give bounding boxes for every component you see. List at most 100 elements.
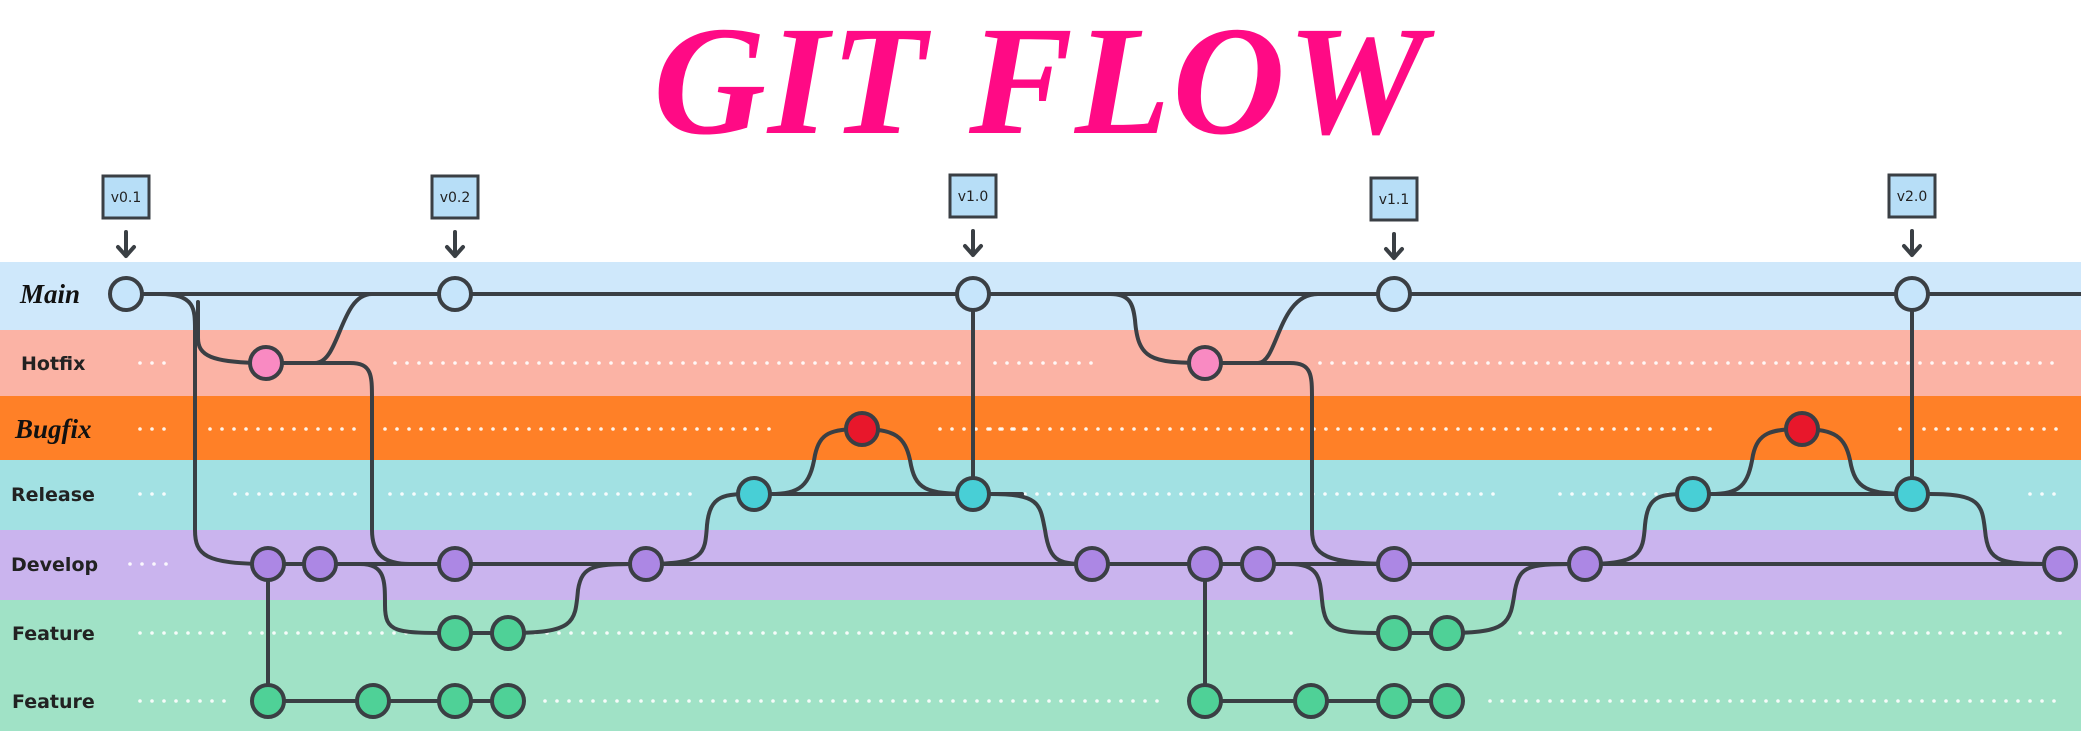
lane-dot [2052, 492, 2056, 496]
lane-dot [232, 427, 236, 431]
lane-dot [591, 699, 595, 703]
lane-dot [693, 361, 697, 365]
lane-dot [628, 492, 632, 496]
lane-dot [1347, 492, 1351, 496]
lane-dot [1854, 631, 1858, 635]
lane-dot [1842, 631, 1846, 635]
commits [108, 276, 2078, 719]
lane-dot [527, 427, 531, 431]
lane-dot [419, 427, 423, 431]
lane-dot [1203, 492, 1207, 496]
lane-dot [1942, 361, 1946, 365]
lane-dot [260, 631, 264, 635]
lane-dot [1504, 427, 1508, 431]
lane-dot [809, 631, 813, 635]
lane-dot [633, 361, 637, 365]
lane-dot [988, 427, 992, 431]
lane-dot [2010, 631, 2014, 635]
lane-dot [777, 361, 781, 365]
lane-feature1 [0, 600, 2081, 670]
lane-dot [951, 699, 955, 703]
lane-dot [1001, 631, 1005, 635]
lane-dot [1636, 427, 1640, 431]
lane-dot [1083, 699, 1087, 703]
lane-dot [1155, 699, 1159, 703]
lane-dot [1025, 631, 1029, 635]
lane-dot [2034, 631, 2038, 635]
lane-dot [617, 631, 621, 635]
lane-dot [292, 427, 296, 431]
lane-dot [138, 427, 142, 431]
commit-develop [1376, 546, 1412, 582]
lane-dot [1966, 361, 1970, 365]
tag-label: v2.0 [1897, 189, 1928, 205]
lane-dot [1630, 492, 1634, 496]
lane-dot [392, 631, 396, 635]
lane-dot [731, 427, 735, 431]
lane-dot [393, 361, 397, 365]
lane-dot [1990, 361, 1994, 365]
lane-dot [472, 492, 476, 496]
lane-dot [963, 699, 967, 703]
lane-dot [543, 699, 547, 703]
lane-dot [320, 631, 324, 635]
lane-dot [2026, 361, 2030, 365]
down-arrow-icon [1384, 232, 1404, 260]
lane-dot [1956, 699, 1960, 703]
lane-dot [1690, 361, 1694, 365]
lane-dot [1776, 699, 1780, 703]
lane-dot [344, 631, 348, 635]
lane-dot [1035, 699, 1039, 703]
lane-dot [1810, 361, 1814, 365]
lane-dot [1480, 427, 1484, 431]
lane-dot [1946, 427, 1950, 431]
lane-label-release: Release [11, 484, 95, 506]
lane-dot [717, 361, 721, 365]
lane-dot [1872, 699, 1876, 703]
lane-dot [1169, 631, 1173, 635]
lane-dot [845, 631, 849, 635]
lane-dot [1588, 427, 1592, 431]
lane-dot [1299, 492, 1303, 496]
lane-dot [652, 492, 656, 496]
lane-dot [1354, 361, 1358, 365]
lane-dot [1620, 699, 1624, 703]
lane-dot [1798, 361, 1802, 365]
lane-dot [1858, 361, 1862, 365]
lane-dot [580, 492, 584, 496]
lane-dot [1155, 492, 1159, 496]
lane-dot [455, 427, 459, 431]
lane-dot [448, 492, 452, 496]
lane-dot [1800, 699, 1804, 703]
lane-dot [293, 492, 297, 496]
lane-dot [162, 699, 166, 703]
lane-dot [503, 427, 507, 431]
lane-dot [1017, 361, 1021, 365]
lane-dot [443, 427, 447, 431]
lane-dot [1762, 361, 1766, 365]
lane-dot [939, 699, 943, 703]
lane-dot [1265, 631, 1269, 635]
lane-dot [1323, 492, 1327, 496]
lane-dot [477, 361, 481, 365]
lane-dot [867, 699, 871, 703]
lane-dot [1444, 427, 1448, 431]
lane-dot [1824, 699, 1828, 703]
lane-dot [683, 427, 687, 431]
lane-dot [1662, 631, 1666, 635]
lane-dot [1419, 492, 1423, 496]
lane-dot [579, 699, 583, 703]
lane-dot [1870, 361, 1874, 365]
lane-dot [950, 427, 954, 431]
lane-dot [340, 427, 344, 431]
lane-dot [1708, 427, 1712, 431]
lane-dot [599, 427, 603, 431]
lane-dot [1630, 361, 1634, 365]
commit-feature [355, 683, 391, 719]
lane-dot [412, 492, 416, 496]
lane-dot [539, 427, 543, 431]
lane-dot [198, 631, 202, 635]
lane-dot [2016, 699, 2020, 703]
lane-dot [1204, 427, 1208, 431]
